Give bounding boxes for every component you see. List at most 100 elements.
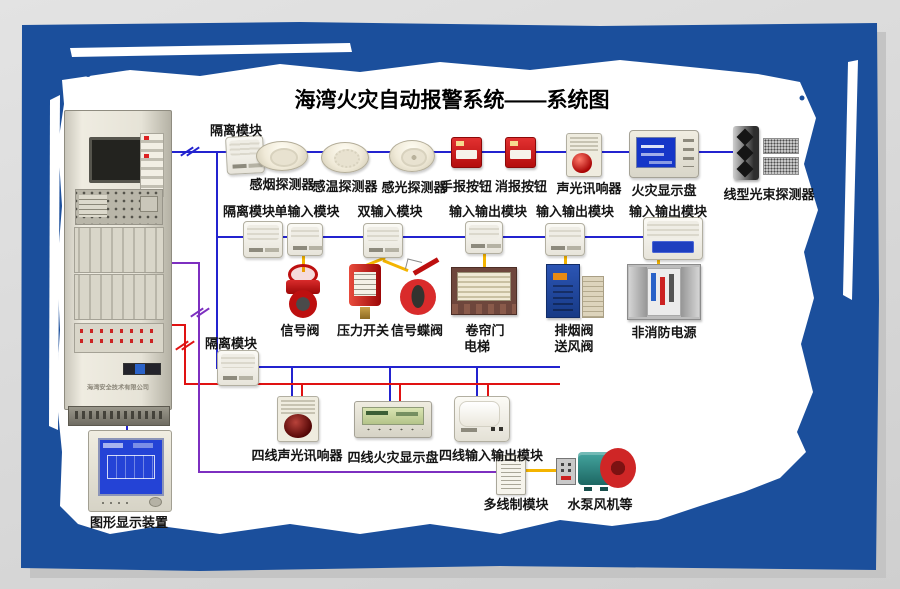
- module-top: [647, 221, 699, 239]
- module-text-marks: [369, 248, 383, 252]
- equipment-label: 非消防电源: [631, 325, 697, 340]
- white-streak-left: [49, 95, 60, 430]
- equipment-label: 电梯: [463, 339, 491, 354]
- wire-break-mark: [175, 338, 195, 356]
- beam-prism: [736, 144, 754, 162]
- equipment-label: 卷帘门: [465, 323, 505, 338]
- fan-impeller: [600, 448, 636, 488]
- multi-line-module-icon: [496, 455, 526, 495]
- fire-alarm-control-cabinet: 海湾安全技术有限公司: [64, 110, 172, 410]
- roller-shutter-door-icon: [451, 267, 517, 315]
- fan-feet: [584, 487, 592, 491]
- device-label: 消报按钮: [494, 179, 548, 194]
- cabinet-led-rows: [74, 323, 164, 353]
- display-buttons: [363, 426, 423, 433]
- cabinet-loop-boards-upper: [74, 227, 164, 273]
- switch-label-plate: [354, 272, 376, 296]
- four-wire-io-module-icon: [454, 396, 510, 442]
- cabinet-right-door: [681, 267, 699, 317]
- cabinet-display-screen: [89, 137, 145, 183]
- wire-power-drop-1: [301, 383, 303, 398]
- siren-grille: [281, 400, 315, 414]
- door-floor: [452, 304, 516, 314]
- equipment-label: 送风阀: [554, 339, 594, 354]
- module-label: 单输入模块: [274, 204, 340, 219]
- beam-reflector-icon: [763, 157, 799, 175]
- wire-power-out: [170, 324, 186, 326]
- module-text-marks: [232, 163, 247, 169]
- manual-call-point-icon: [451, 137, 482, 168]
- pump-fan-icon: [578, 447, 636, 491]
- white-streak-right: [843, 60, 858, 300]
- air-damper-icon: [582, 276, 604, 318]
- graphic-display-monitor: [88, 430, 172, 512]
- wire-loop-drop-1: [291, 366, 293, 398]
- torn-white-paper: [56, 60, 818, 534]
- device-label: 多线制模块: [483, 497, 549, 512]
- module-terminals: [499, 427, 503, 431]
- device-label: 手报按钮: [439, 179, 493, 194]
- cabinet-interface-chip: [123, 363, 161, 375]
- fire-display-panel-icon: [629, 130, 699, 178]
- door-shutter: [457, 272, 511, 301]
- wire-loop-riser: [216, 151, 218, 369]
- module-blue-display: [652, 241, 694, 253]
- isolator-module-icon: [217, 350, 259, 386]
- wire-multiline-bus: [198, 471, 498, 473]
- device-label: 线型光束探测器: [723, 187, 815, 202]
- io-module-large-icon: [643, 217, 703, 260]
- wire-loop-drop-3: [476, 366, 478, 398]
- display-buttons: [683, 139, 694, 167]
- wire-loop-row4: [216, 366, 560, 368]
- wire-break-mark: [190, 305, 210, 323]
- device-label: 声光讯响器: [556, 181, 622, 196]
- device-label: 水泵风机等: [567, 497, 633, 512]
- module-text-marks: [249, 248, 263, 252]
- equipment-label: 信号阀: [280, 323, 320, 338]
- cabinet-inner-panel: [647, 268, 681, 316]
- display-lcd: [362, 407, 424, 425]
- cabinet-company-nameplate: 海湾安全技术有限公司: [87, 384, 149, 392]
- isolator-module-icon: [243, 221, 283, 258]
- wire-ctl-door: [483, 250, 486, 270]
- device-label: 感光探测器: [381, 180, 447, 195]
- module-label: 输入输出模块: [628, 204, 708, 219]
- isolator-module-label: 隔离模块: [204, 336, 258, 351]
- switch-fitting: [360, 307, 370, 319]
- heat-detector-icon: [321, 142, 369, 173]
- module-top: [469, 225, 499, 239]
- module-text-marks: [551, 246, 565, 250]
- module-top: [549, 227, 581, 241]
- equipment-label: 压力开关: [336, 323, 390, 338]
- io-module-icon: [465, 221, 503, 254]
- beam-reflector-icon: [763, 138, 799, 154]
- pump-control-box-icon: [556, 458, 576, 485]
- valve-body: [286, 280, 320, 294]
- wire-multiline-down: [198, 262, 200, 473]
- valve-actuator: [411, 285, 425, 308]
- wire-power-drop-2: [399, 383, 401, 403]
- wire-ctl-damper: [564, 252, 567, 270]
- wire-ctl-power-cab: [657, 254, 660, 268]
- module-text-marks: [461, 428, 477, 432]
- single-input-module-icon: [287, 223, 323, 256]
- wire-break-mark: [180, 144, 200, 162]
- siren-dome: [572, 153, 593, 174]
- siren-grille: [570, 137, 598, 151]
- monitor-screen: [98, 438, 164, 496]
- module-top: [291, 227, 319, 241]
- wire-multiline-out: [170, 262, 200, 264]
- smoke-damper-cabinet-icon: [546, 264, 580, 318]
- blue-speck: [637, 524, 643, 530]
- dual-input-module-icon: [363, 223, 403, 258]
- device-label: 感烟探测器: [249, 177, 315, 192]
- siren-dome: [284, 414, 313, 439]
- four-wire-sounder-strobe-icon: [277, 396, 319, 442]
- monitor-buttons: [99, 500, 131, 506]
- smoke-detector-icon: [256, 141, 308, 171]
- monitor-label: 图形显示装置: [89, 515, 169, 530]
- module-label: 隔离模块: [222, 204, 276, 219]
- module-top: [247, 225, 279, 240]
- diagram-title: 海湾火灾自动报警系统——系统图: [294, 89, 610, 112]
- module-text-marks: [471, 244, 485, 248]
